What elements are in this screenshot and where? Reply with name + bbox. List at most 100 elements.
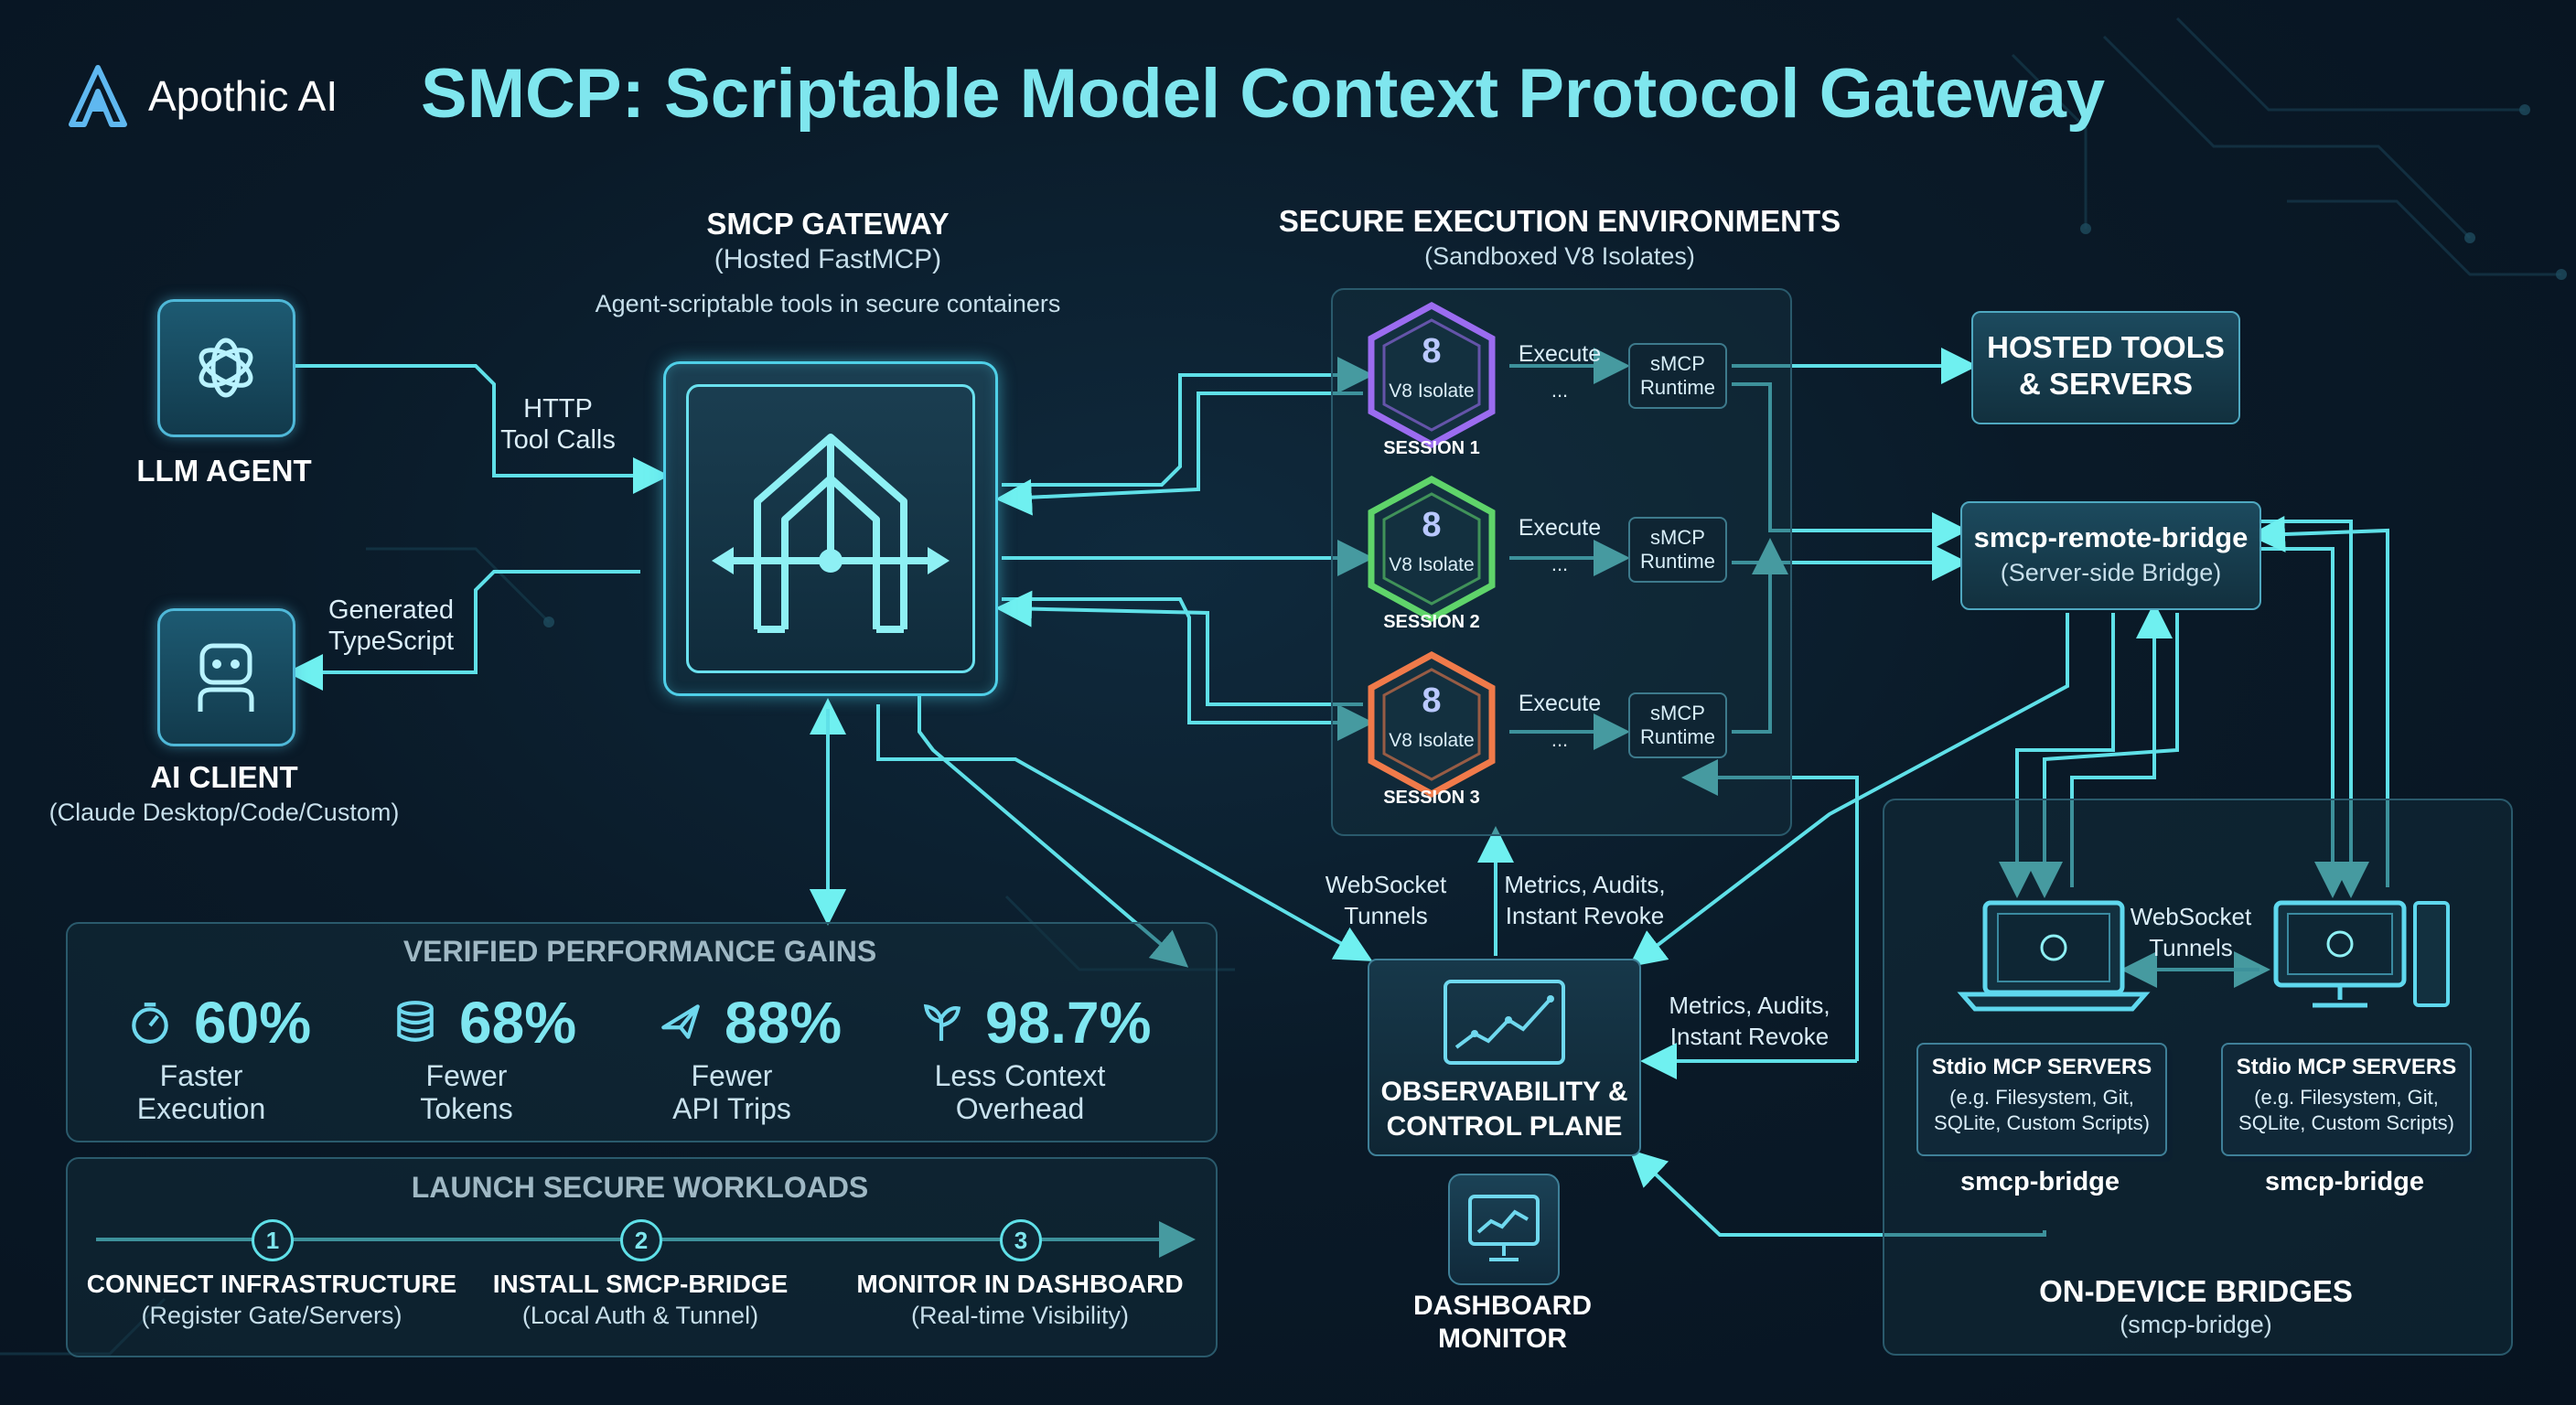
step-desc: (Real-time Visibility) <box>910 1302 1130 1329</box>
gateway-node[interactable] <box>663 361 998 696</box>
airplane-icon <box>661 1004 700 1039</box>
bridge-to-obs <box>1629 1149 2046 1237</box>
metrics-top-label: Metrics, Audits, Instant Revoke <box>1504 871 1666 929</box>
session-label: SESSION 2 <box>1383 612 1480 632</box>
llm-agent-node[interactable] <box>157 299 295 437</box>
ai-client-node[interactable] <box>157 608 295 746</box>
step-number-circle: 2 <box>620 1219 662 1261</box>
session1-to-gateway <box>995 391 1363 516</box>
smcp-runtime-box[interactable]: sMCP Runtime <box>1628 692 1727 758</box>
remote-bridge-node[interactable]: smcp-remote-bridge (Server-side Bridge) <box>1960 501 2261 610</box>
page-title: SMCP: Scriptable Model Context Protocol … <box>421 55 2106 133</box>
smcp-runtime-box[interactable]: sMCP Runtime <box>1628 343 1727 409</box>
gain-label: Fewer API Trips <box>672 1059 791 1125</box>
v8-isolate-hexagon-icon[interactable]: 8 <box>1358 476 1505 622</box>
gateway-to-obs-ws <box>876 704 1373 961</box>
smcp-bridge-label: smcp-bridge <box>2264 1167 2425 1196</box>
gateway-inner-frame <box>686 384 975 673</box>
hosted-tools-node[interactable]: HOSTED TOOLS & SERVERS <box>1971 311 2240 424</box>
dashboard-label: DASHBOARD MONITOR <box>1413 1291 1592 1354</box>
observability-label: OBSERVABILITY & CONTROL PLANE <box>1380 1077 1628 1142</box>
gateway-title: SMCP GATEWAY <box>706 207 950 241</box>
execute-label: Execute <box>1518 515 1602 541</box>
smcp-runtime-box[interactable]: sMCP Runtime <box>1628 517 1727 583</box>
v8-isolate-hexagon-icon[interactable]: 8 <box>1358 651 1505 798</box>
smcp-logo-icon <box>712 434 950 633</box>
gateway-to-session3 <box>1002 597 1374 741</box>
ellipsis-label: ... <box>1551 728 1569 751</box>
svg-text:8: 8 <box>1422 332 1441 370</box>
step-title: CONNECT INFRASTRUCTURE <box>86 1270 457 1298</box>
remote-to-device2-a <box>2259 520 2369 898</box>
on-device-title: ON-DEVICE BRIDGES <box>2039 1274 2353 1308</box>
gateway-to-session1 <box>1002 357 1374 487</box>
gain-value: 98.7% <box>985 990 1152 1056</box>
isolate-label: V8 Isolate <box>1389 554 1475 575</box>
runtime1-to-remote <box>1732 382 1969 549</box>
gain-label: Faster Execution <box>136 1059 266 1125</box>
performance-title: VERIFIED PERFORMANCE GAINS <box>402 935 877 968</box>
llm-to-gateway-line <box>291 364 670 494</box>
step-desc: (Register Gate/Servers) <box>141 1302 402 1329</box>
svg-text:8: 8 <box>1422 681 1441 720</box>
smcp-bridge-label: smcp-bridge <box>1959 1167 2120 1196</box>
stdio-servers-title: Stdio MCP SERVERS <box>2236 1055 2457 1079</box>
plant-icon <box>923 1003 961 1041</box>
stdio-servers-box[interactable]: Stdio MCP SERVERS (e.g. Filesystem, Git, … <box>2221 1043 2472 1156</box>
step-title: MONITOR IN DASHBOARD <box>856 1270 1184 1298</box>
execute-label: Execute <box>1518 691 1602 716</box>
http-tool-calls-label: HTTP Tool Calls <box>500 394 616 455</box>
device2-to-remote <box>2249 516 2389 887</box>
stopwatch-icon <box>132 1003 168 1044</box>
runtime3-to-remote <box>1732 538 1788 734</box>
stdio-servers-box[interactable]: Stdio MCP SERVERS(e.g. Filesystem, Git, … <box>1916 1043 2167 1156</box>
performance-panel <box>66 922 1218 1142</box>
ai-client-label: AI CLIENT <box>150 760 298 794</box>
monitor-icon <box>1468 1195 1540 1261</box>
hosted-tools-label: HOSTED TOOLS & SERVERS <box>1987 330 2225 401</box>
gain-value: 68% <box>459 990 577 1056</box>
ai-client-sublabel: (Claude Desktop/Code/Custom) <box>48 799 400 826</box>
gain-value: 88% <box>724 990 843 1056</box>
gateway-description: Agent-scriptable tools in secure contain… <box>595 290 1061 317</box>
generated-ts-label: Generated TypeScript <box>327 595 455 656</box>
secure-env-title: SECURE EXECUTION ENVIRONMENTS <box>1278 204 1841 238</box>
session-label: SESSION 3 <box>1383 788 1480 808</box>
observability-node[interactable]: OBSERVABILITY & CONTROL PLANE <box>1368 959 1641 1156</box>
gain-label: Less Context Overhead <box>934 1059 1106 1125</box>
gain-value: 60% <box>194 990 312 1056</box>
gateway-to-obs-low <box>918 695 1189 968</box>
stdio-servers-desc: (e.g. Filesystem, Git, SQLite, Custom Sc… <box>2238 1086 2454 1134</box>
session-label: SESSION 1 <box>1383 438 1480 458</box>
device-websocket-label: WebSocket Tunnels <box>2130 903 2252 961</box>
stdio-servers-desc: (e.g. Filesystem, Git, SQLite, Custom Sc… <box>1934 1086 2150 1134</box>
remote-bridge-subtitle: (Server-side Bridge) <box>2000 559 2222 586</box>
desktop-computer-icon[interactable] <box>2258 892 2459 1015</box>
step-number-circle: 1 <box>252 1219 294 1261</box>
gateway-subtitle: (Hosted FastMCP) <box>714 244 942 274</box>
analytics-chart-icon <box>1444 980 1565 1065</box>
robot-icon <box>198 643 254 712</box>
gain-label: Fewer Tokens <box>420 1059 513 1125</box>
isolate-label: V8 Isolate <box>1389 381 1475 402</box>
dashboard-node[interactable] <box>1448 1174 1560 1285</box>
step-desc: (Local Auth & Tunnel) <box>521 1302 759 1329</box>
ellipsis-label: ... <box>1551 552 1569 575</box>
database-icon <box>397 1001 434 1042</box>
brand-name: Apothic AI <box>148 72 338 120</box>
isolate-label: V8 Isolate <box>1389 730 1475 751</box>
llm-agent-label: LLM AGENT <box>136 454 312 488</box>
secure-env-subtitle: (Sandboxed V8 Isolates) <box>1424 242 1695 270</box>
laptop-icon[interactable] <box>1953 892 2154 1015</box>
on-device-subtitle: (smcp-bridge) <box>2120 1311 2272 1338</box>
remote-to-device1-b <box>2026 613 2179 898</box>
brand-logo[interactable]: Apothic AI <box>64 64 375 128</box>
v8-isolate-hexagon-icon[interactable]: 8 <box>1358 302 1505 448</box>
step-title: INSTALL SMCP-BRIDGE <box>492 1270 789 1298</box>
openai-icon <box>199 338 253 398</box>
ellipsis-label: ... <box>1551 379 1569 402</box>
remote-to-obs-right <box>1681 759 1859 1061</box>
svg-text:8: 8 <box>1422 506 1441 544</box>
remote-bridge-title: smcp-remote-bridge <box>1973 521 2249 553</box>
device1-to-remote <box>2070 602 2173 887</box>
